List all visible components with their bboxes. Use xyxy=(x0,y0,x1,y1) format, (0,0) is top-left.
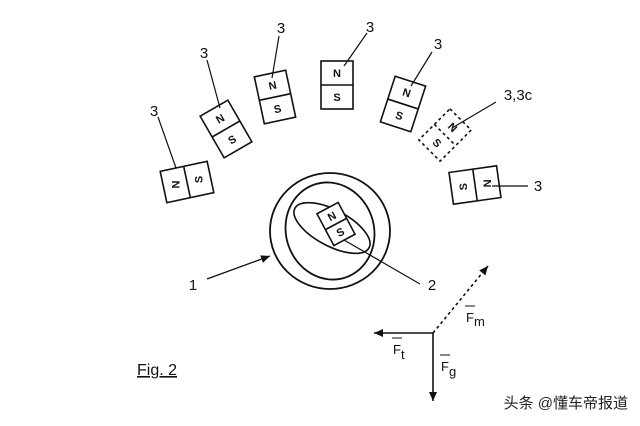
leader-line-magnet-3 xyxy=(271,35,280,79)
north-pole-label: N xyxy=(401,87,412,101)
magnet-7: S N xyxy=(448,164,502,206)
leader-line-magnet-1 xyxy=(157,116,177,169)
magnet-2: N S xyxy=(199,99,253,159)
magnet-7-label: 3 xyxy=(534,178,542,195)
magnet-2-label: 3 xyxy=(200,45,208,62)
magnet-6-dashed: N S xyxy=(417,107,473,163)
force-label-fm: F m xyxy=(465,305,485,329)
leader-line-magnet-2 xyxy=(206,59,221,109)
center-label: 1 xyxy=(189,277,197,294)
magnet-4-label: 3 xyxy=(366,19,374,36)
inner-label: 2 xyxy=(428,277,436,294)
leader-line-2 xyxy=(343,239,421,285)
south-pole-label: S xyxy=(333,92,340,104)
south-pole-label: S xyxy=(273,103,283,116)
leader-line-magnet-6 xyxy=(451,101,497,129)
magnet-4: N S xyxy=(320,60,354,110)
outer-circle xyxy=(269,172,391,290)
fm-subscript: m xyxy=(474,314,485,329)
watermark-text: 头条 @懂车帝报道 xyxy=(504,395,628,412)
magnet-1-label: 3 xyxy=(150,103,158,120)
leader-line-magnet-4 xyxy=(343,32,368,67)
magnet-1: N S xyxy=(159,160,215,204)
fm-letter: F xyxy=(466,310,474,325)
south-pole-label: S xyxy=(458,183,470,190)
central-magnet: N S xyxy=(315,201,357,247)
ft-letter: F xyxy=(393,342,401,357)
magnet-5: N S xyxy=(379,75,427,133)
middle-ellipse xyxy=(284,181,376,281)
force-label-fg: F g xyxy=(440,354,456,379)
north-pole-label: N xyxy=(170,180,182,188)
magnet-5-label: 3 xyxy=(434,36,442,53)
magnet-3-label: 3 xyxy=(277,20,285,37)
north-pole-label: N xyxy=(333,68,341,80)
force-arrow-fm xyxy=(432,265,489,334)
figure-caption: Fig. 2 xyxy=(137,362,177,379)
fg-letter: F xyxy=(441,359,449,374)
fg-subscript: g xyxy=(449,364,456,379)
leader-line-magnet-5 xyxy=(410,51,433,87)
south-pole-label: S xyxy=(194,176,206,183)
ft-subscript: t xyxy=(401,347,405,362)
pointer-arrow-1 xyxy=(206,255,271,280)
north-pole-label: N xyxy=(482,179,494,187)
south-pole-label: S xyxy=(394,110,405,124)
north-pole-label: N xyxy=(268,80,278,93)
force-label-ft: F t xyxy=(392,337,405,362)
magnet-6-label: 3,3c xyxy=(504,87,533,104)
magnet-3: N S xyxy=(253,69,297,125)
